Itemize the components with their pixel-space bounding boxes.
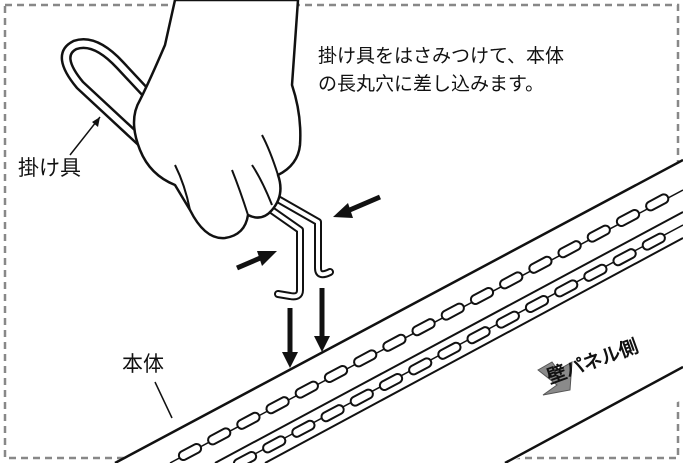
rail-slots (177, 193, 670, 463)
rail-slot (528, 255, 553, 274)
rail-slot (265, 396, 290, 415)
rail-slot (236, 411, 261, 430)
insert-arrow-icon (282, 288, 330, 368)
rail-slot (294, 380, 319, 399)
rail-slot (320, 404, 345, 423)
rail-slot (291, 419, 316, 438)
rail-slot (612, 248, 637, 267)
rail-body (114, 158, 683, 463)
rail-slot (378, 372, 404, 392)
rail-slot (615, 208, 641, 228)
rail-slot (232, 450, 258, 463)
body-label: 本体 (122, 352, 164, 376)
rail-slot (495, 310, 520, 329)
rail-slot (641, 232, 666, 251)
dashed-frame (3, 3, 680, 460)
rail-slot (411, 318, 436, 337)
rail-slot (466, 326, 491, 345)
rail-slot (586, 224, 611, 243)
rail-slot (353, 349, 378, 368)
rail-slot (262, 435, 287, 454)
rail-slot (408, 357, 433, 376)
press-arrow-icon (236, 194, 381, 271)
rail-slot (524, 294, 550, 314)
rail-slot (645, 193, 670, 212)
rail-slot (554, 279, 579, 298)
rail-slot (557, 240, 582, 259)
hook-label: 掛け具 (18, 156, 81, 180)
rail-slot (437, 341, 462, 360)
hand-icon (132, 0, 302, 240)
rail-slot (323, 364, 349, 384)
rail-slot (499, 271, 524, 290)
instruction-text: 掛け具をはさみつけて、本体 の長丸穴に差し込みます。 (318, 42, 564, 98)
instruction-line-2: の長丸穴に差し込みます。 (318, 73, 545, 95)
rail-slot (469, 286, 495, 306)
wall-direction-arrow-icon (537, 361, 573, 396)
rail-slot (583, 263, 608, 282)
rail-slot (349, 388, 374, 407)
rail-slot (207, 427, 232, 446)
body-leader (154, 381, 173, 419)
rail-slot (177, 442, 203, 462)
instruction-line-1: 掛け具をはさみつけて、本体 (318, 45, 565, 67)
hook-icon (60, 38, 334, 301)
rail-slot (440, 302, 465, 321)
rail-slot (382, 333, 407, 352)
hook-leader-head (92, 117, 100, 127)
